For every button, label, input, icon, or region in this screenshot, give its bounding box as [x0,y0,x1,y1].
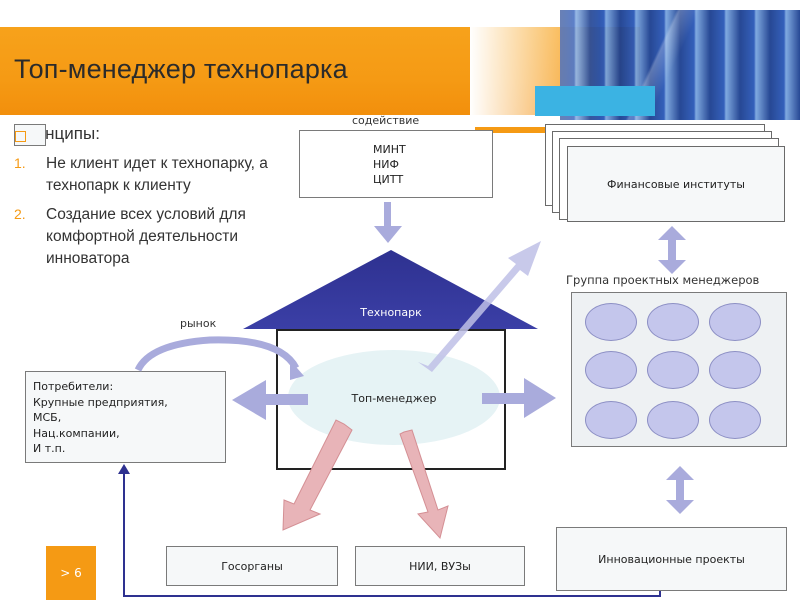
principle-text: Создание всех условий для комфортной дея… [46,206,246,267]
finance-label: Финансовые институты [607,177,745,191]
project-manager-dot [709,401,761,439]
principle-item: 1. Не клиент идет к технопарку, а техноп… [14,153,294,197]
market-curved-arrow [134,336,304,380]
principles-list: Принципы: 1. Не клиент идет к технопарку… [14,124,294,270]
slide-number-tag: > 6 [46,546,96,600]
pm-innovation-double-arrow [666,466,694,514]
pm-group-label: Группа проектных менеджеров [566,273,760,287]
project-manager-dot [585,401,637,439]
finance-card: Финансовые институты [567,146,785,222]
consumers-line: Нац.компании, [33,426,120,440]
project-manager-dot [647,303,699,341]
consumers-line: МСБ, [33,411,62,424]
to-research-arrow [399,429,449,540]
innovation-box: Инновационные проекты [556,527,787,591]
support-down-arrow [374,202,402,243]
market-label: рынок [180,317,217,330]
consumers-line: И т.п. [33,442,66,455]
support-line: МИНТ [373,143,406,156]
support-line: НИФ [373,158,399,171]
header-accent-line [475,127,545,133]
principles-heading-row: Принципы: [14,124,294,146]
to-pm-group-arrow [482,378,556,418]
project-manager-dot [709,303,761,341]
to-gov-arrow [282,419,353,531]
technopark-label: Технопарк [359,306,422,319]
feedback-line-arrow [118,464,661,597]
gov-box: Госорганы [166,546,338,586]
to-finance-arrow [418,241,541,372]
principle-item: 2. Создание всех условий для комфортной … [14,204,294,270]
top-manager-ellipse [288,350,500,445]
bullet-square-icon [14,124,46,146]
project-manager-dot [585,351,637,389]
finance-pm-double-arrow [658,226,686,274]
project-manager-dot [709,351,761,389]
header-accent-strip [535,86,655,116]
to-consumers-arrow [232,380,308,420]
pm-group-panel [571,292,787,447]
support-box: МИНТ НИФ ЦИТТ [299,130,493,198]
slide-title: Топ-менеджер технопарка [14,54,348,84]
project-manager-dot [585,303,637,341]
project-manager-dot [647,401,699,439]
slide-number: > 6 [60,566,82,580]
top-manager-label: Топ-менеджер [351,392,437,405]
consumers-box: Потребители: Крупные предприятия, МСБ, Н… [25,371,226,463]
technopark-roof [243,250,538,329]
principle-number: 1. [14,155,26,171]
innovation-label: Инновационные проекты [598,552,745,566]
principle-text: Не клиент идет к технопарку, а технопарк… [46,155,268,194]
project-manager-dot [647,351,699,389]
support-label: содействие [352,114,420,127]
gov-label: Госорганы [221,559,283,573]
consumers-line: Крупные предприятия, [33,395,168,409]
support-line: ЦИТТ [373,173,404,186]
consumers-title: Потребители: [33,380,114,393]
research-box: НИИ, ВУЗы [355,546,525,586]
research-label: НИИ, ВУЗы [409,559,471,573]
principle-number: 2. [14,206,26,222]
